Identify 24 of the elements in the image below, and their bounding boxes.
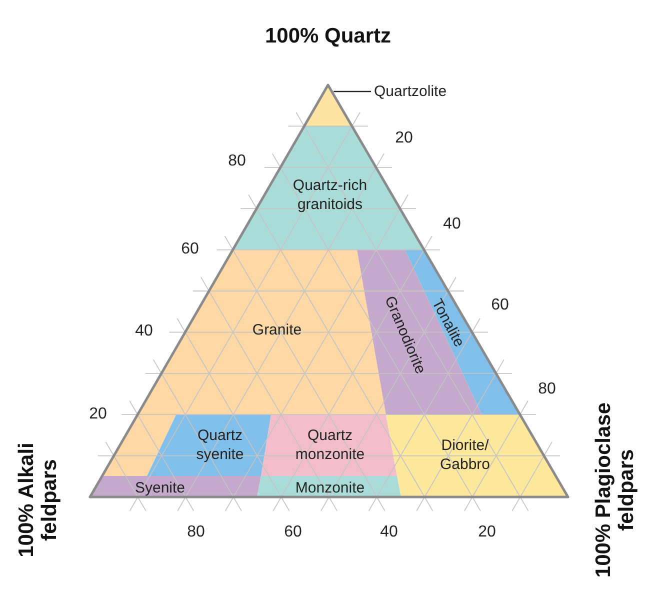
axis-tick-label: 60 xyxy=(284,522,302,542)
field-label: Quartz monzonite xyxy=(294,426,366,464)
axis-tick-label: 20 xyxy=(478,522,496,542)
field-label: Monzonite xyxy=(295,478,365,498)
vertex-label: 100% Alkali feldpars xyxy=(15,442,61,560)
field-label: Quartzolite xyxy=(374,82,447,101)
axis-tick-label: 40 xyxy=(380,522,398,542)
axis-tick-label: 80 xyxy=(187,522,205,542)
vertex-label: 100% Plagioclase feldpars xyxy=(592,401,638,580)
field-label: Diorite/ Gabbro xyxy=(438,436,492,474)
axis-tick-label: 60 xyxy=(181,240,199,258)
axis-tick-label: 40 xyxy=(135,322,153,340)
axis-tick-label: 80 xyxy=(228,152,246,170)
axis-tick-label: 20 xyxy=(395,128,413,148)
axis-tick-label: 20 xyxy=(89,404,107,424)
leader-line xyxy=(334,90,371,92)
axis-tick-label: 40 xyxy=(443,214,461,234)
field-label: Syenite xyxy=(134,478,186,498)
field-label: Quartz syenite xyxy=(195,426,245,464)
field-label: Granite xyxy=(252,320,302,340)
vertex-label: 100% Quartz xyxy=(264,24,392,48)
axis-tick-label: 60 xyxy=(491,296,509,314)
axis-tick-label: 80 xyxy=(538,380,556,398)
field-label: Quartz-rich granitoids xyxy=(292,176,368,214)
